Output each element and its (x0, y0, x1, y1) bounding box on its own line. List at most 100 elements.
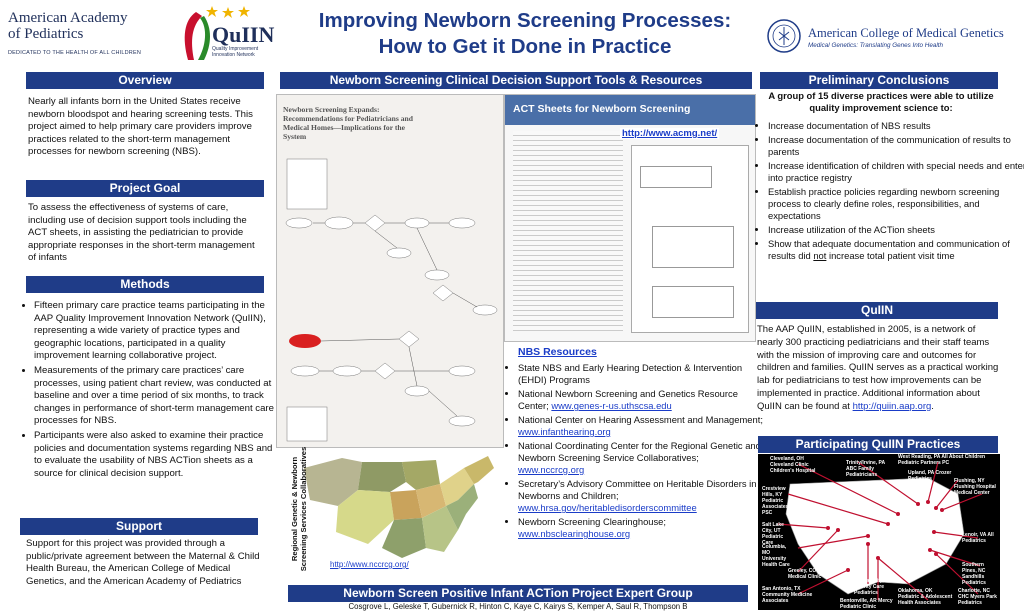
overview-header: Overview (26, 72, 264, 89)
resource-link[interactable]: www.genes-r-us.uthscsa.edu (551, 400, 672, 411)
quiin-text: The AAP QuIIN, established in 2005, is a… (757, 324, 1003, 414)
flowchart-diagram (285, 158, 498, 442)
quiin-wordmark: QuIIN (212, 22, 275, 47)
practice-label: Columbia, MO University Health Care (762, 544, 790, 568)
page-title-line2: How to Get it Done in Practice (378, 35, 672, 58)
act-doc-box (652, 286, 734, 318)
quiin-tag-2: Innovation Network (212, 52, 255, 58)
quiin-mark-icon (184, 12, 210, 60)
stars-icon (206, 6, 250, 18)
page-title: Improving Newborn Screening Processes: H… (290, 8, 760, 60)
nbs-resources-list: State NBS and Early Hearing Detection & … (506, 362, 764, 542)
overview-text: Nearly all infants born in the United St… (28, 96, 253, 158)
conclusions-list: Increase documentation of NBS results In… (756, 120, 1024, 264)
methods-list: Fifteen primary care practice teams part… (22, 300, 274, 482)
practice-label: Upland, PA Crozer Pediatrics (908, 470, 952, 482)
expert-group-authors: Cosgrove L, Geleske T, Gubernick R, Hint… (348, 602, 688, 611)
list-item: Increase utilization of the ACTion sheet… (768, 224, 1024, 236)
resource-link[interactable]: www.hrsa.gov/heritabledisorderscommittee (518, 502, 697, 513)
center-header: Newborn Screening Clinical Decision Supp… (280, 72, 752, 89)
quiin-link[interactable]: http://quiin.aap.org (852, 400, 932, 412)
support-text: Support for this project was provided th… (26, 538, 260, 587)
practice-label: Southern Pines, NC Sandhills Pediatrics (962, 562, 986, 586)
nbs-resources-heading: NBS Resources (518, 346, 597, 358)
quiin-logo: QuIIN Quality Improvement Innovation Net… (180, 4, 275, 64)
list-item: Fifteen primary care practice teams part… (34, 300, 274, 363)
map-vertical-label: Regional Genetic & Newborn Screening Ser… (284, 446, 312, 578)
list-item: Show that adequate documentation and com… (768, 238, 1024, 262)
support-header: Support (20, 518, 258, 535)
acmg-link[interactable]: http://www.acmg.net/ (620, 128, 720, 139)
resource-link[interactable]: www.infanthearing.org (518, 426, 611, 437)
acmg-seal-icon (767, 19, 801, 53)
acmg-name: American College of Medical Genetics (808, 26, 1004, 40)
quiin-description: The AAP QuIIN, established in 2005, is a… (757, 324, 999, 412)
regional-map: http://www.nccrcg.org/ (298, 448, 500, 572)
practice-label: Lenoir, VA All Pediatrics (962, 532, 994, 544)
act-sheet-title: ACT Sheets for Newborn Screening (513, 103, 691, 115)
quiin-tag-1: Quality Improvement (212, 46, 259, 52)
list-item: Newborn Screening Clearinghouse; www.nbs… (518, 516, 764, 540)
resource-text: National Center on Hearing Assessment an… (518, 414, 763, 425)
practice-label: Kansas City, MO Priority Care Pediatrics (854, 578, 894, 596)
resource-text: Secretary’s Advisory Committee on Herita… (518, 478, 757, 501)
quiin-header: QuIIN (756, 302, 998, 319)
resource-text: Newborn Screening Clearinghouse; (518, 516, 667, 527)
list-item: Participants were also asked to examine … (34, 430, 274, 480)
list-item: National Newborn Screening and Genetics … (518, 388, 764, 412)
project-goal-text: To assess the effectiveness of systems o… (28, 202, 255, 264)
act-body-text-mock (513, 131, 623, 331)
acmg-logo: American College of Medical Genetics Med… (766, 18, 1018, 58)
list-item: Increase documentation of the communicat… (768, 134, 1024, 158)
resource-link[interactable]: www.nbsclearinghouse.org (518, 528, 631, 539)
list-item: National Coordinating Center for the Reg… (518, 440, 764, 476)
practices-header: Participating QuIIN Practices (758, 436, 998, 453)
practice-label: Bentonville, AR Mercy Pediatric Clinic (840, 598, 893, 610)
map-vertical-label-1: Regional Genetic & Newborn (290, 456, 299, 562)
conclusions-intro: A group of 15 diverse practices were abl… (768, 90, 994, 113)
quiin-period: . (931, 400, 934, 412)
practice-label: Trinity/Irvine, PA ABC Family Pediatrici… (846, 460, 885, 478)
conclusion-text: increase total patient visit time (826, 250, 955, 261)
list-item: Increase documentation of NBS results (768, 120, 1024, 132)
list-item: Increase identification of children with… (768, 160, 1024, 184)
list-item: Measurements of the primary care practic… (34, 365, 274, 428)
acmg-tagline: Medical Genetics: Translating Genes Into… (808, 42, 943, 49)
conclusion-text: Show that adequate documentation and com… (768, 238, 1010, 261)
practice-label: Cleveland, OH Cleveland Clinic Children'… (770, 456, 816, 474)
map-vertical-label-2: Screening Services Collaboratives (299, 446, 308, 572)
practice-label: Salt Lake City, UT Pediatric Care (762, 522, 784, 546)
list-item: State NBS and Early Hearing Detection & … (518, 362, 764, 386)
aap-name-line2: of Pediatrics (8, 26, 84, 42)
list-item: National Center on Hearing Assessment an… (518, 414, 764, 438)
aap-logo: American Academy of Pediatrics DEDICATED… (8, 10, 178, 62)
act-right-doc-mock (631, 145, 749, 333)
conclusion-emphasis: not (813, 250, 827, 261)
practice-label: Crestview Hills, KY Pediatric Associates… (762, 486, 789, 516)
act-banner: ACT Sheets for Newborn Screening (505, 95, 755, 125)
practice-label: San Antonio, TX Community Medicine Assoc… (762, 586, 813, 604)
us-map-regions (304, 456, 494, 558)
nccrcg-link[interactable]: http://www.nccrcg.org/ (330, 560, 409, 569)
practice-label: West Reading, PA All About Children Pedi… (898, 454, 986, 466)
act-doc-box (652, 226, 734, 268)
project-goal-header: Project Goal (26, 180, 264, 197)
report-thumbnail: Newborn Screening Expands: Recommendatio… (276, 94, 504, 448)
practice-label: Charlotte, NC CHC Myers Park Pediatrics (958, 588, 997, 606)
resource-text: National Newborn Screening and Genetics … (518, 388, 738, 411)
conclusions-header: Preliminary Conclusions (760, 72, 998, 89)
aap-name-line1: American Academy (8, 10, 128, 26)
page-title-line1: Improving Newborn Screening Processes: (318, 9, 732, 32)
report-title: Newborn Screening Expands: Recommendatio… (283, 105, 414, 141)
practice-label: Oklahoma, OK Pediatric & Adolescent Heal… (898, 588, 953, 606)
resource-text: National Coordinating Center for the Reg… (518, 440, 761, 463)
practices-map: Cleveland, OH Cleveland Clinic Children'… (758, 454, 1000, 610)
list-item: Establish practice policies regarding ne… (768, 186, 1024, 222)
practice-label: Flushing, NY Flushing Hospital Medical C… (954, 478, 996, 496)
practices-us-map (777, 461, 983, 601)
practice-label: Greeley, CO Greeley Medical Clinic (788, 568, 836, 580)
methods-header: Methods (26, 276, 264, 293)
resource-link[interactable]: www.nccrcg.org (518, 464, 585, 475)
aap-tagline: DEDICATED TO THE HEALTH OF ALL CHILDREN (8, 50, 142, 56)
resource-text: State NBS and Early Hearing Detection & … (518, 362, 743, 385)
